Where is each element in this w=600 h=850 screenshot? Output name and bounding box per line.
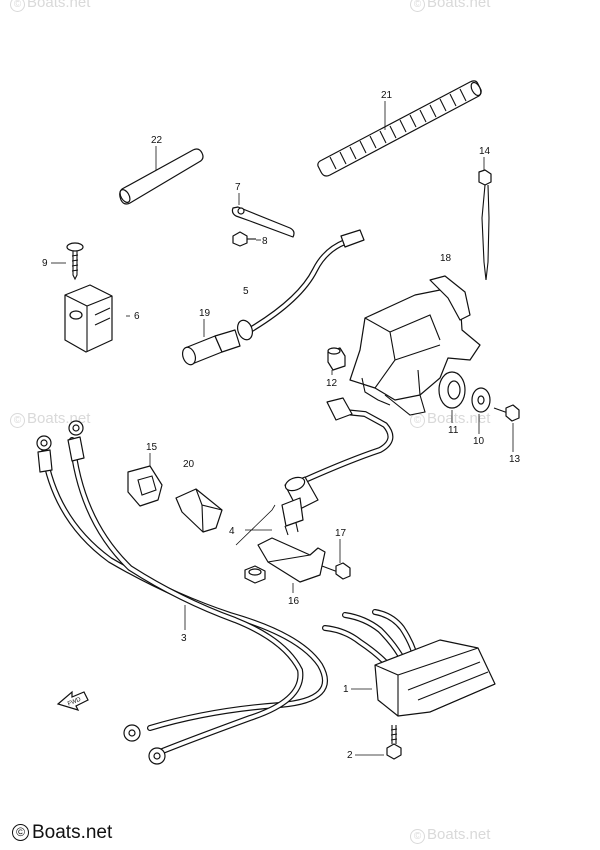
svg-text:14: 14 <box>479 146 491 157</box>
svg-text:17: 17 <box>335 528 347 539</box>
footer-copyright: ©Boats.net <box>12 822 112 844</box>
callout-12: 12 <box>326 370 338 389</box>
part-18-pilot-lamp <box>181 319 254 366</box>
svg-text:15: 15 <box>146 442 158 453</box>
svg-text:20: 20 <box>183 459 195 470</box>
callout-20: 4 <box>229 504 276 546</box>
part-3-wire-harness <box>36 420 328 765</box>
callout-2: 2 <box>347 750 384 761</box>
svg-text:11: 11 <box>448 425 459 436</box>
part-20-switch <box>281 397 394 536</box>
part-21-spiral-tube <box>317 80 482 177</box>
svg-text:19: 19 <box>199 308 211 319</box>
watermark-top-right: ©Boats.net <box>410 0 490 12</box>
callout-13: 13 <box>509 423 521 465</box>
part-10-washer <box>471 387 491 413</box>
svg-text:6: 6 <box>134 311 140 322</box>
callout-18: 19 <box>199 308 211 337</box>
svg-text:12: 12 <box>326 378 338 389</box>
callout-8: 8 <box>256 236 268 247</box>
part-14-cable-tie <box>478 169 492 281</box>
part-16-bracket-plate <box>244 537 326 584</box>
part-12-cap <box>327 347 346 371</box>
callout-22: 22 <box>151 135 163 170</box>
svg-text:2: 2 <box>347 750 353 761</box>
callout-4: 15 <box>146 442 158 466</box>
callout-7: 7 <box>235 182 241 205</box>
part-13-bolt <box>493 404 520 422</box>
part-5-holder <box>64 284 113 353</box>
svg-text:18: 18 <box>440 253 452 264</box>
svg-text:3: 3 <box>181 633 187 644</box>
part-8-bolt <box>232 231 256 247</box>
callout-16: 16 <box>288 583 300 607</box>
callout-6: 9 <box>42 258 66 269</box>
svg-text:22: 22 <box>151 135 163 146</box>
part-17-bolt <box>321 562 351 580</box>
callout-11: 11 <box>448 410 459 436</box>
callout-9: 18 <box>440 253 452 264</box>
svg-text:4: 4 <box>229 526 235 537</box>
part-4-rubber-pad <box>127 465 163 507</box>
part-15-cover <box>175 488 223 533</box>
svg-text:9: 9 <box>42 258 48 269</box>
callout-3: 3 <box>181 605 187 644</box>
callout-21: 21 <box>381 90 393 130</box>
callout-14: 14 <box>479 146 491 170</box>
callout-17: 17 <box>335 528 347 563</box>
svg-text:16: 16 <box>288 596 300 607</box>
callout-5: 6 <box>126 311 140 322</box>
svg-text:10: 10 <box>473 436 485 447</box>
svg-text:5: 5 <box>243 286 249 297</box>
watermark-bottom-right: ©Boats.net <box>410 826 490 844</box>
svg-text:8: 8 <box>262 236 268 247</box>
part-7-clamp-strap <box>231 206 295 238</box>
part-11-grommet <box>438 371 466 409</box>
watermark-top-left: ©Boats.net <box>10 0 90 12</box>
part-1-rectifier <box>322 609 496 717</box>
callout-19: 5 <box>243 286 249 297</box>
callout-15: 20 <box>183 459 195 470</box>
part-6-screw <box>66 242 84 281</box>
part-2-bolt <box>386 725 402 760</box>
svg-text:1: 1 <box>343 684 349 695</box>
fwd-label: FWD <box>67 697 83 708</box>
callout-10: 10 <box>473 414 485 447</box>
fwd-arrow-icon: FWD <box>56 690 89 711</box>
svg-text:21: 21 <box>381 90 393 101</box>
svg-text:7: 7 <box>235 182 241 193</box>
part-9-bracket <box>349 275 481 416</box>
callout-1: 1 <box>343 684 372 695</box>
part-22-sleeve <box>119 148 204 205</box>
svg-text:13: 13 <box>509 454 521 465</box>
part-19-lamp-harness <box>247 229 365 333</box>
